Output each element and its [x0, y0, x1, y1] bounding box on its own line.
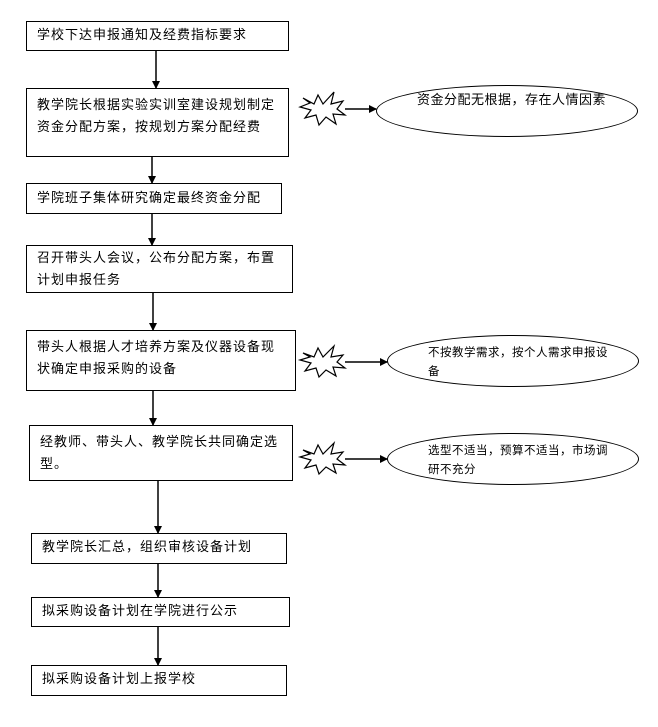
- step-8-text: 拟采购设备计划在学院进行公示: [42, 604, 239, 619]
- risk-1-oval: 资金分配无根据，存在人情因素: [376, 85, 638, 137]
- step-8-box: 拟采购设备计划在学院进行公示: [31, 597, 290, 627]
- step-9-box: 拟采购设备计划上报学校: [31, 665, 287, 696]
- step-1-box: 学校下达申报通知及经费指标要求: [26, 21, 289, 51]
- step-5-text: 带头人根据人才培养方案及仪器设备现状确定申报采购的设备: [37, 340, 276, 377]
- step-5-box: 带头人根据人才培养方案及仪器设备现状确定申报采购的设备: [26, 330, 296, 391]
- risk-3-oval: 选型不适当，预算不适当，市场调研不充分: [387, 433, 639, 485]
- risk-3-text: 选型不适当，预算不适当，市场调研不充分: [428, 443, 608, 476]
- step-7-text: 教学院长汇总，组织审核设备计划: [42, 540, 253, 555]
- step-1-text: 学校下达申报通知及经费指标要求: [37, 28, 248, 43]
- step-9-text: 拟采购设备计划上报学校: [42, 672, 197, 687]
- step-6-box: 经教师、带头人、教学院长共同确定选型。: [29, 425, 293, 481]
- step-6-text: 经教师、带头人、教学院长共同确定选型。: [40, 435, 279, 472]
- step-3-box: 学院班子集体研究确定最终资金分配: [26, 183, 282, 214]
- step-2-box: 教学院长根据实验实训室建设规划制定资金分配方案，按规划方案分配经费: [26, 88, 289, 157]
- risk-2-oval: 不按教学需求，按个人需求申报设备: [387, 335, 639, 387]
- step-7-box: 教学院长汇总，组织审核设备计划: [31, 533, 287, 564]
- step-4-box: 召开带头人会议，公布分配方案，布置计划申报任务: [26, 245, 293, 293]
- risk-1-text: 资金分配无根据，存在人情因素: [417, 93, 607, 108]
- warning-burst-icon-1: [298, 91, 348, 127]
- step-2-text: 教学院长根据实验实训室建设规划制定资金分配方案，按规划方案分配经费: [37, 98, 276, 135]
- step-3-text: 学院班子集体研究确定最终资金分配: [37, 191, 262, 206]
- risk-2-text: 不按教学需求，按个人需求申报设备: [428, 345, 608, 378]
- warning-burst-icon-3: [297, 440, 348, 476]
- step-4-text: 召开带头人会议，公布分配方案，布置计划申报任务: [37, 251, 276, 288]
- warning-burst-icon-2: [297, 343, 348, 379]
